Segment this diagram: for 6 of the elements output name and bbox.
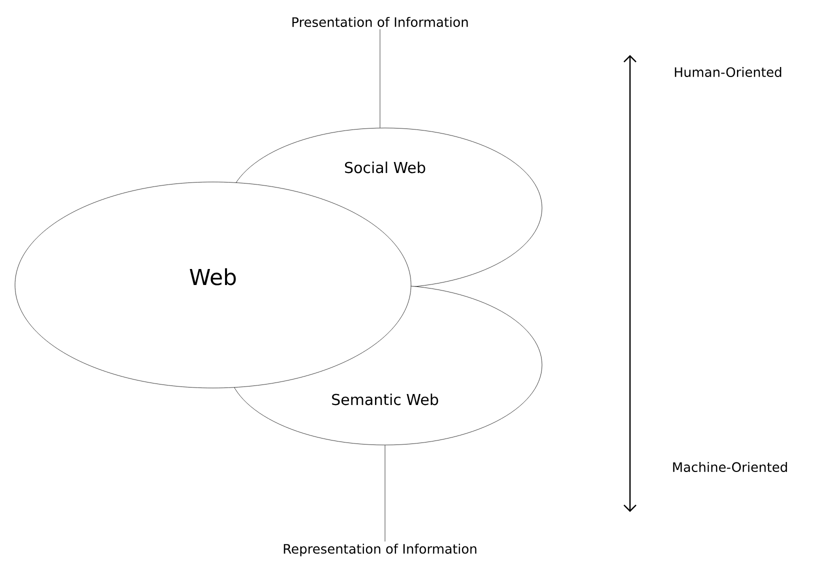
heading-text: Representation of Information [284,544,476,556]
heading-text: Presentation of Information [292,16,468,28]
ellipse-node: Web [14,182,412,388]
axis-label: Human-Oriented [674,66,782,78]
axis-label: Machine-Oriented [673,462,787,472]
connector-line [384,444,386,542]
